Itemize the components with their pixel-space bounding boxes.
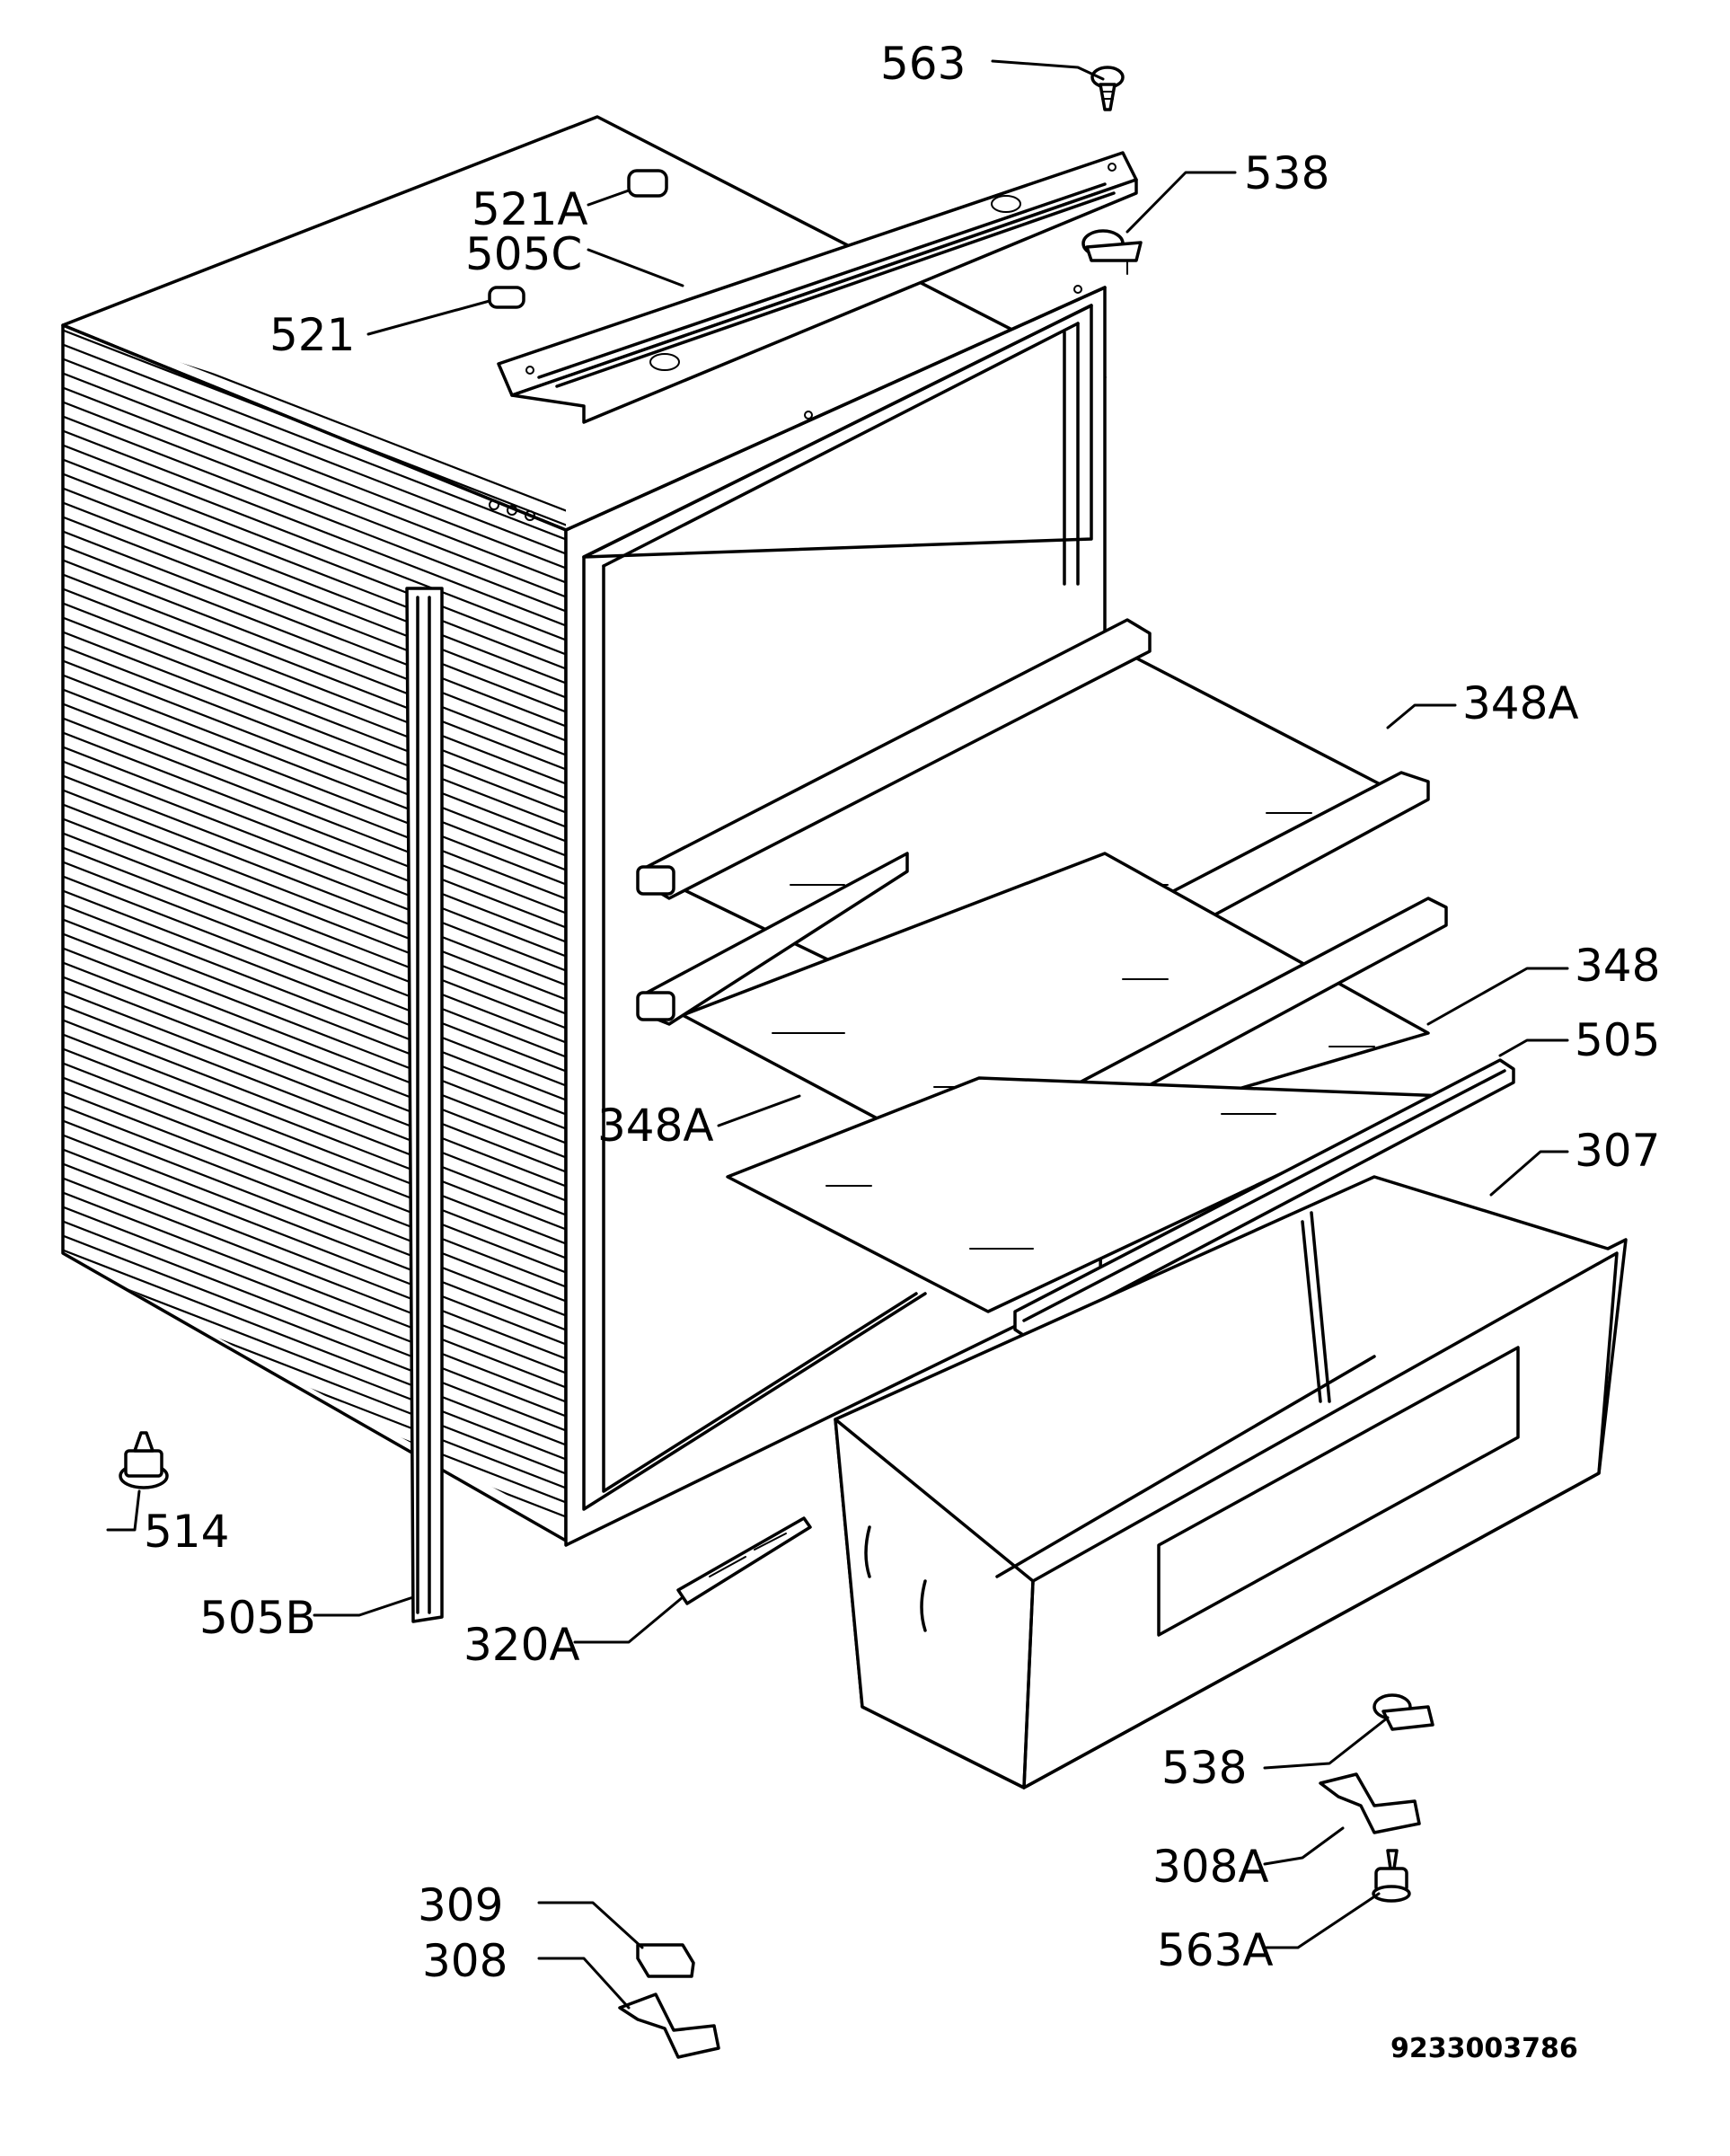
- plug-521: [488, 286, 525, 309]
- label-308: 308: [422, 1935, 508, 1987]
- part-labels: 563 538 521A 505C 521 348A 348 505 348A …: [144, 38, 1660, 2064]
- foot-514: [119, 1431, 169, 1489]
- label-320a: 320A: [463, 1619, 580, 1671]
- rail-505: [1013, 1058, 1515, 1340]
- screw-563: [1090, 66, 1125, 111]
- rail-320a: [676, 1516, 812, 1605]
- label-521: 521: [269, 309, 355, 361]
- top-rail-505c: [497, 151, 1138, 424]
- bracket-308a: [1319, 1772, 1421, 1834]
- bracket-308: [618, 1993, 720, 2059]
- label-563a: 563A: [1157, 1924, 1274, 1976]
- seal-strip-505b: [405, 587, 444, 1623]
- label-521a: 521A: [472, 183, 588, 235]
- drawing-number: 9233003786: [1390, 2033, 1578, 2064]
- screw-563a: [1372, 1849, 1411, 1903]
- label-538-top: 538: [1244, 147, 1329, 199]
- label-563: 563: [880, 38, 966, 90]
- label-309: 309: [418, 1879, 503, 1931]
- leader-lines: [106, 59, 1569, 2010]
- label-514: 514: [144, 1506, 229, 1558]
- label-505: 505: [1575, 1014, 1660, 1066]
- plug-521a: [627, 169, 668, 198]
- label-538-bottom: 538: [1161, 1742, 1247, 1794]
- hinge-bush-538-bottom: [1373, 1693, 1434, 1731]
- drawer-307: [834, 1175, 1628, 1789]
- label-307: 307: [1575, 1125, 1660, 1177]
- label-348a-top: 348A: [1462, 677, 1579, 729]
- block-309: [636, 1943, 695, 1978]
- label-505b: 505B: [199, 1592, 316, 1644]
- label-348: 348: [1575, 940, 1660, 992]
- hinge-bush-538-top: [1081, 229, 1143, 275]
- label-308a: 308A: [1152, 1841, 1269, 1893]
- label-348a-mid: 348A: [597, 1100, 714, 1152]
- label-505c: 505C: [465, 228, 582, 280]
